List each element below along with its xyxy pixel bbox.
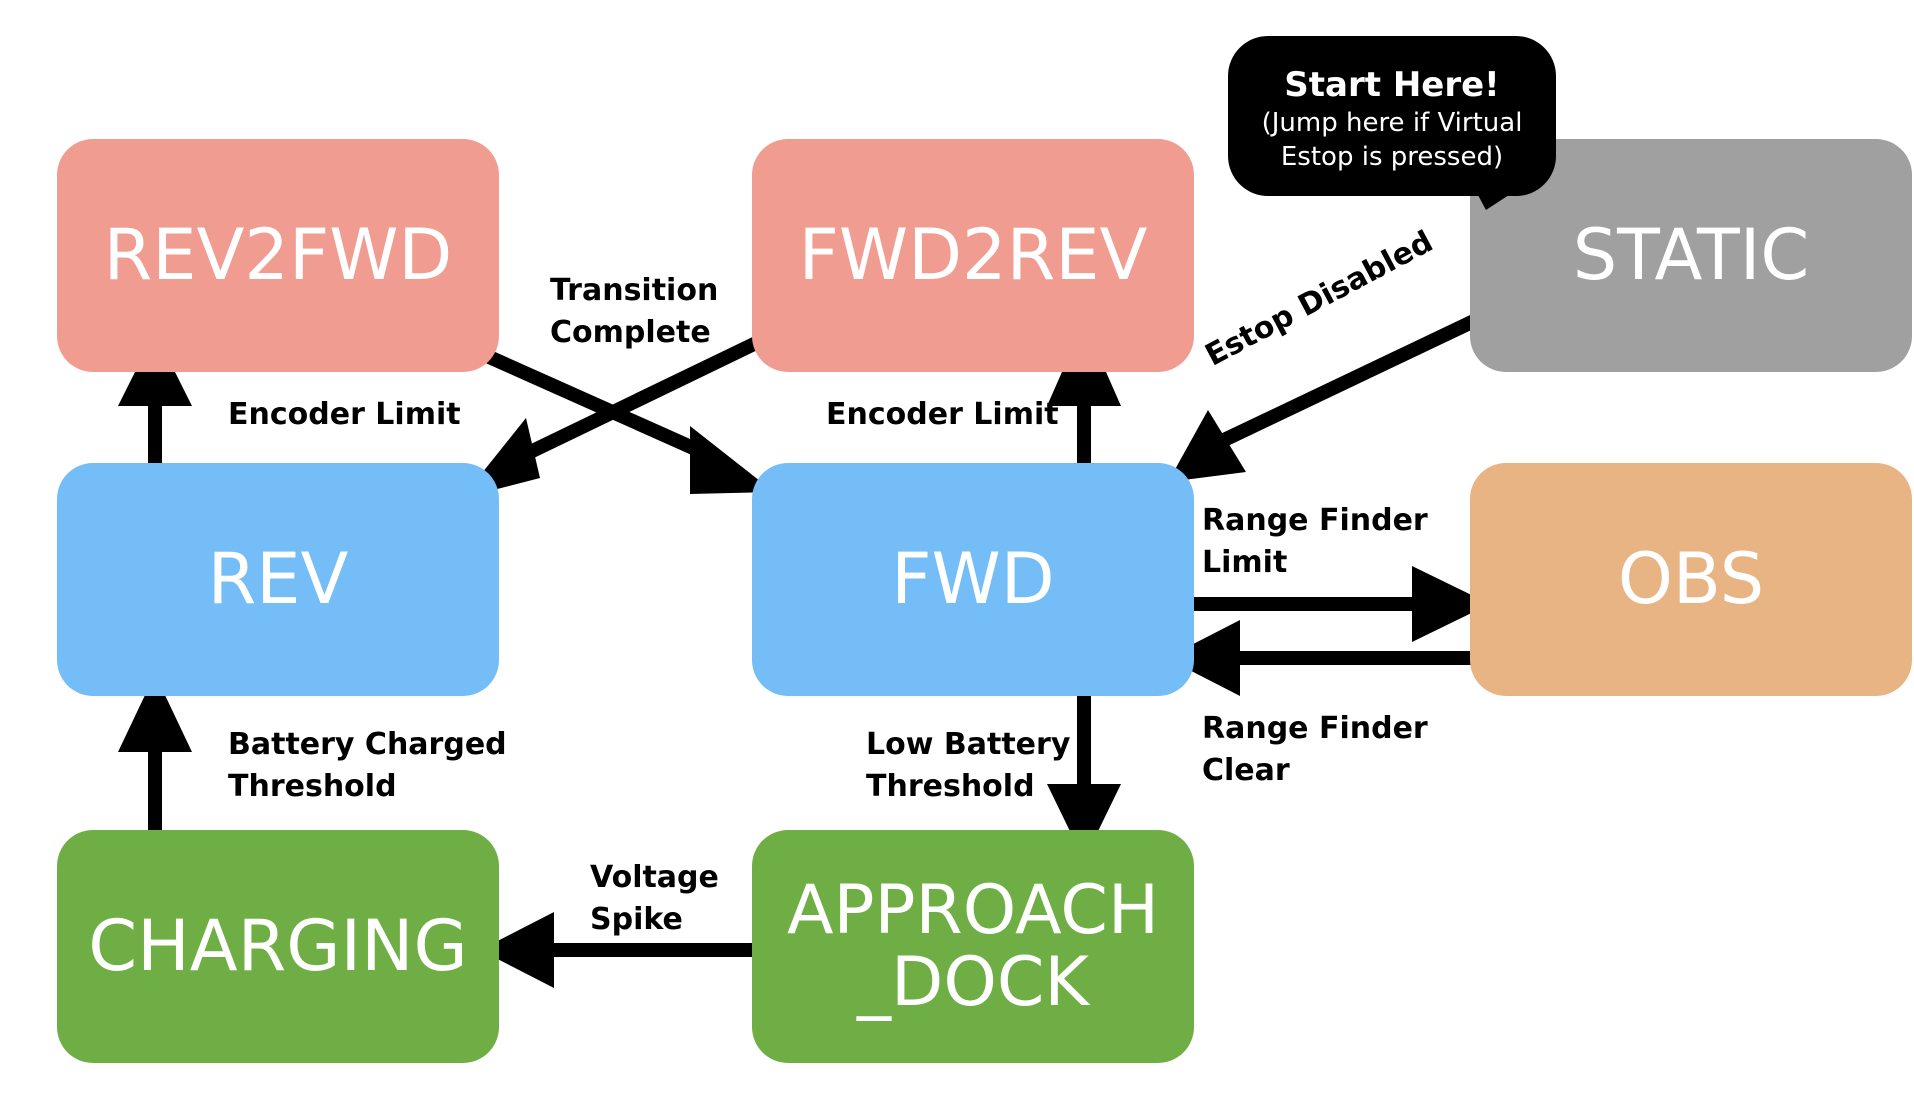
label-encoder-limit-fwd: Encoder Limit [826,397,1059,432]
label-voltage-spike: Voltage Spike [590,860,719,937]
label-range-finder-limit: Range Finder Limit [1202,503,1428,580]
callout-title: Start Here! [1284,65,1500,105]
label-encoder-limit-rev: Encoder Limit [228,397,461,432]
arrow-obs-to-fwd [1166,620,1477,696]
state-charging: CHARGING [57,830,499,1063]
label-battery-charged-threshold: Battery Charged Threshold [228,727,507,804]
state-rev: REV [57,463,499,696]
arrow-fwd2rev-to-rev [462,337,761,498]
callout-subtitle: (Jump here if Virtual Estop is pressed) [1261,108,1523,172]
label-estop-disabled: Estop Disabled [1199,224,1439,374]
label-transition-complete: Transition Complete [550,273,719,350]
state-approach-dock: APPROACH _DOCK [752,830,1194,1063]
state-fwd: FWD [752,463,1194,696]
arrow-charging-to-rev [118,674,192,853]
state-rev2fwd: REV2FWD [57,139,499,372]
state-fwd2rev: FWD2REV [752,139,1194,372]
state-static: STATIC [1470,139,1912,372]
start-here-callout: Start Here! (Jump here if Virtual Estop … [1228,36,1556,196]
arrow-rev2fwd-to-fwd [471,345,774,494]
label-low-battery-threshold: Low Battery Threshold [866,727,1071,804]
label-range-finder-clear: Range Finder Clear [1202,711,1428,788]
state-obs: OBS [1470,463,1912,696]
